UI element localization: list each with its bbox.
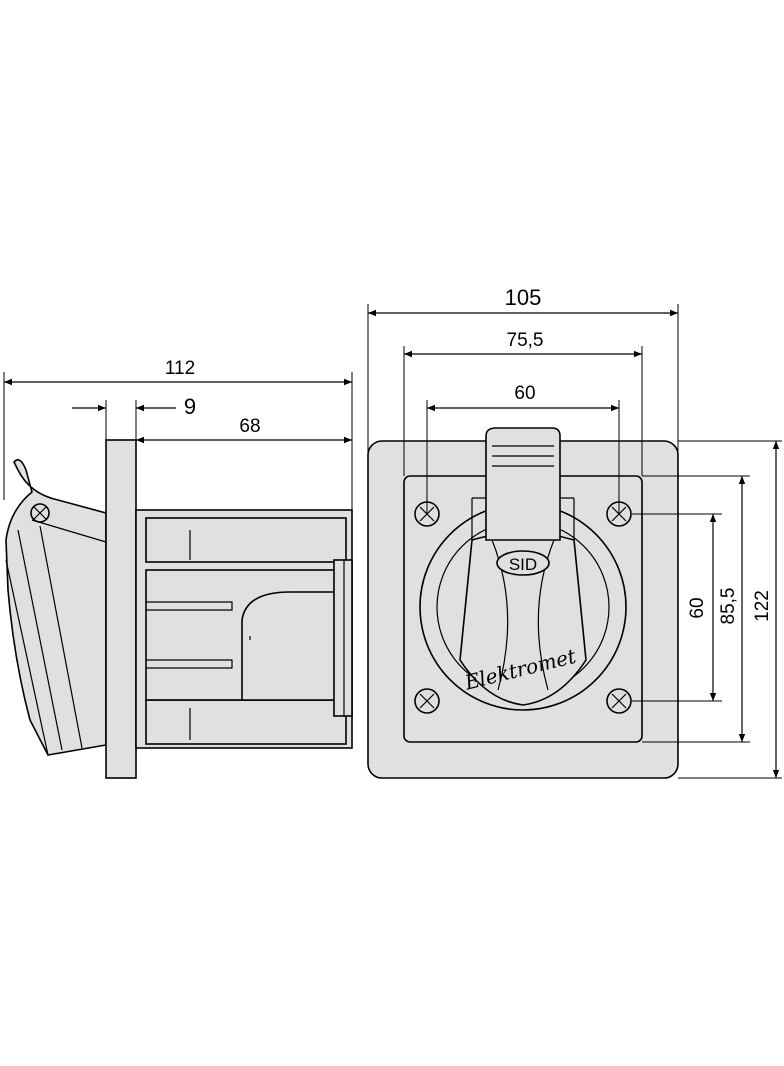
side-flange [105,439,137,779]
dim-68: 68 [136,416,352,444]
dim-105-label: 105 [505,285,542,310]
dim-85-5-label: 85,5 [718,588,739,625]
dim-60-vertical: 60 [632,513,722,702]
side-cover [5,459,107,756]
side-body [135,509,353,749]
dim-60-v-label: 60 [687,597,708,618]
dim-105: 105 [367,285,679,455]
dim-9: 9 [72,394,196,440]
dim-75-5-label: 75,5 [507,330,544,351]
dim-60-horizontal: 60 [426,383,620,514]
dim-75-5: 75,5 [403,330,643,476]
dim-112: 112 [3,358,353,560]
socket [419,427,627,711]
dim-68-label: 68 [239,416,260,437]
badge-label: SID [509,555,537,574]
screw-bottom-right-icon [606,688,632,714]
sid-badge: SID [496,550,550,576]
dim-85-5: 85,5 [642,475,750,743]
dim-122: 122 [678,440,782,779]
dim-112-label: 112 [165,358,195,379]
front-view: SID Elektromet 105 [367,285,782,779]
dim-122-label: 122 [752,590,773,622]
side-view: 112 9 68 [3,358,353,779]
dim-60-h-label: 60 [514,383,535,404]
screw-bottom-left-icon [414,688,440,714]
dim-9-label: 9 [184,394,196,419]
